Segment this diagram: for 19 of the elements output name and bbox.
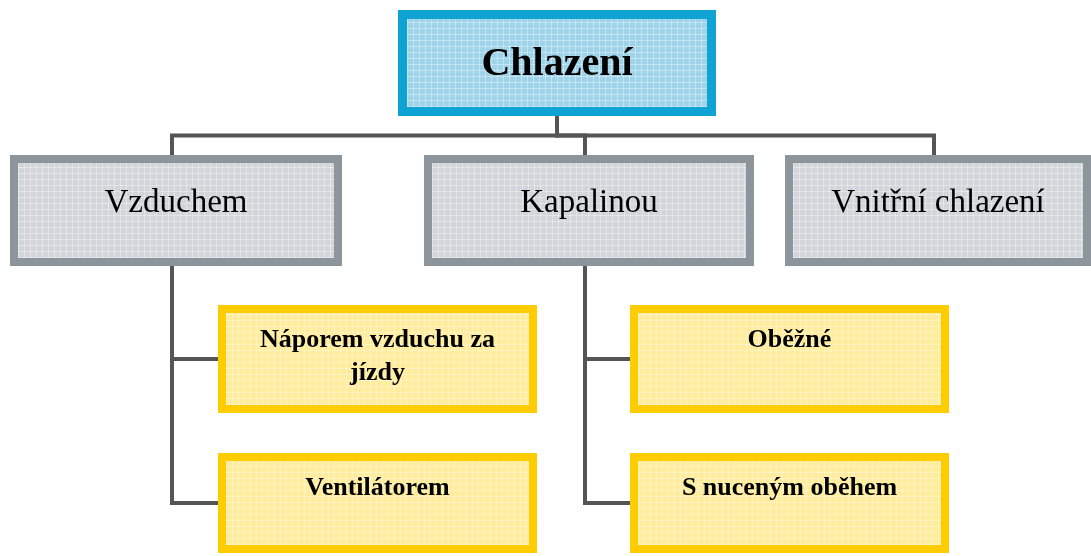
category-box (398, 10, 716, 116)
connector-line (555, 116, 936, 155)
connector-line (583, 266, 630, 505)
box-label: Vzduchem (104, 182, 248, 221)
box-label: Oběžné (747, 323, 832, 355)
box-label: Kapalinou (520, 182, 658, 221)
box-label: Chlazení (481, 38, 633, 86)
category-box (10, 155, 342, 266)
category-box (424, 155, 754, 266)
connector-line (170, 266, 218, 505)
category-box (785, 155, 1091, 266)
category-box (218, 305, 537, 413)
category-box (218, 453, 537, 553)
category-box (630, 453, 949, 553)
box-label: S nuceným oběhem (681, 471, 898, 503)
box-label: Náporem vzduchu za jízdy (259, 323, 496, 388)
category-box (630, 305, 949, 413)
box-label: Ventilátorem (305, 471, 450, 503)
box-label: Vnitřní chlazení (831, 182, 1045, 221)
